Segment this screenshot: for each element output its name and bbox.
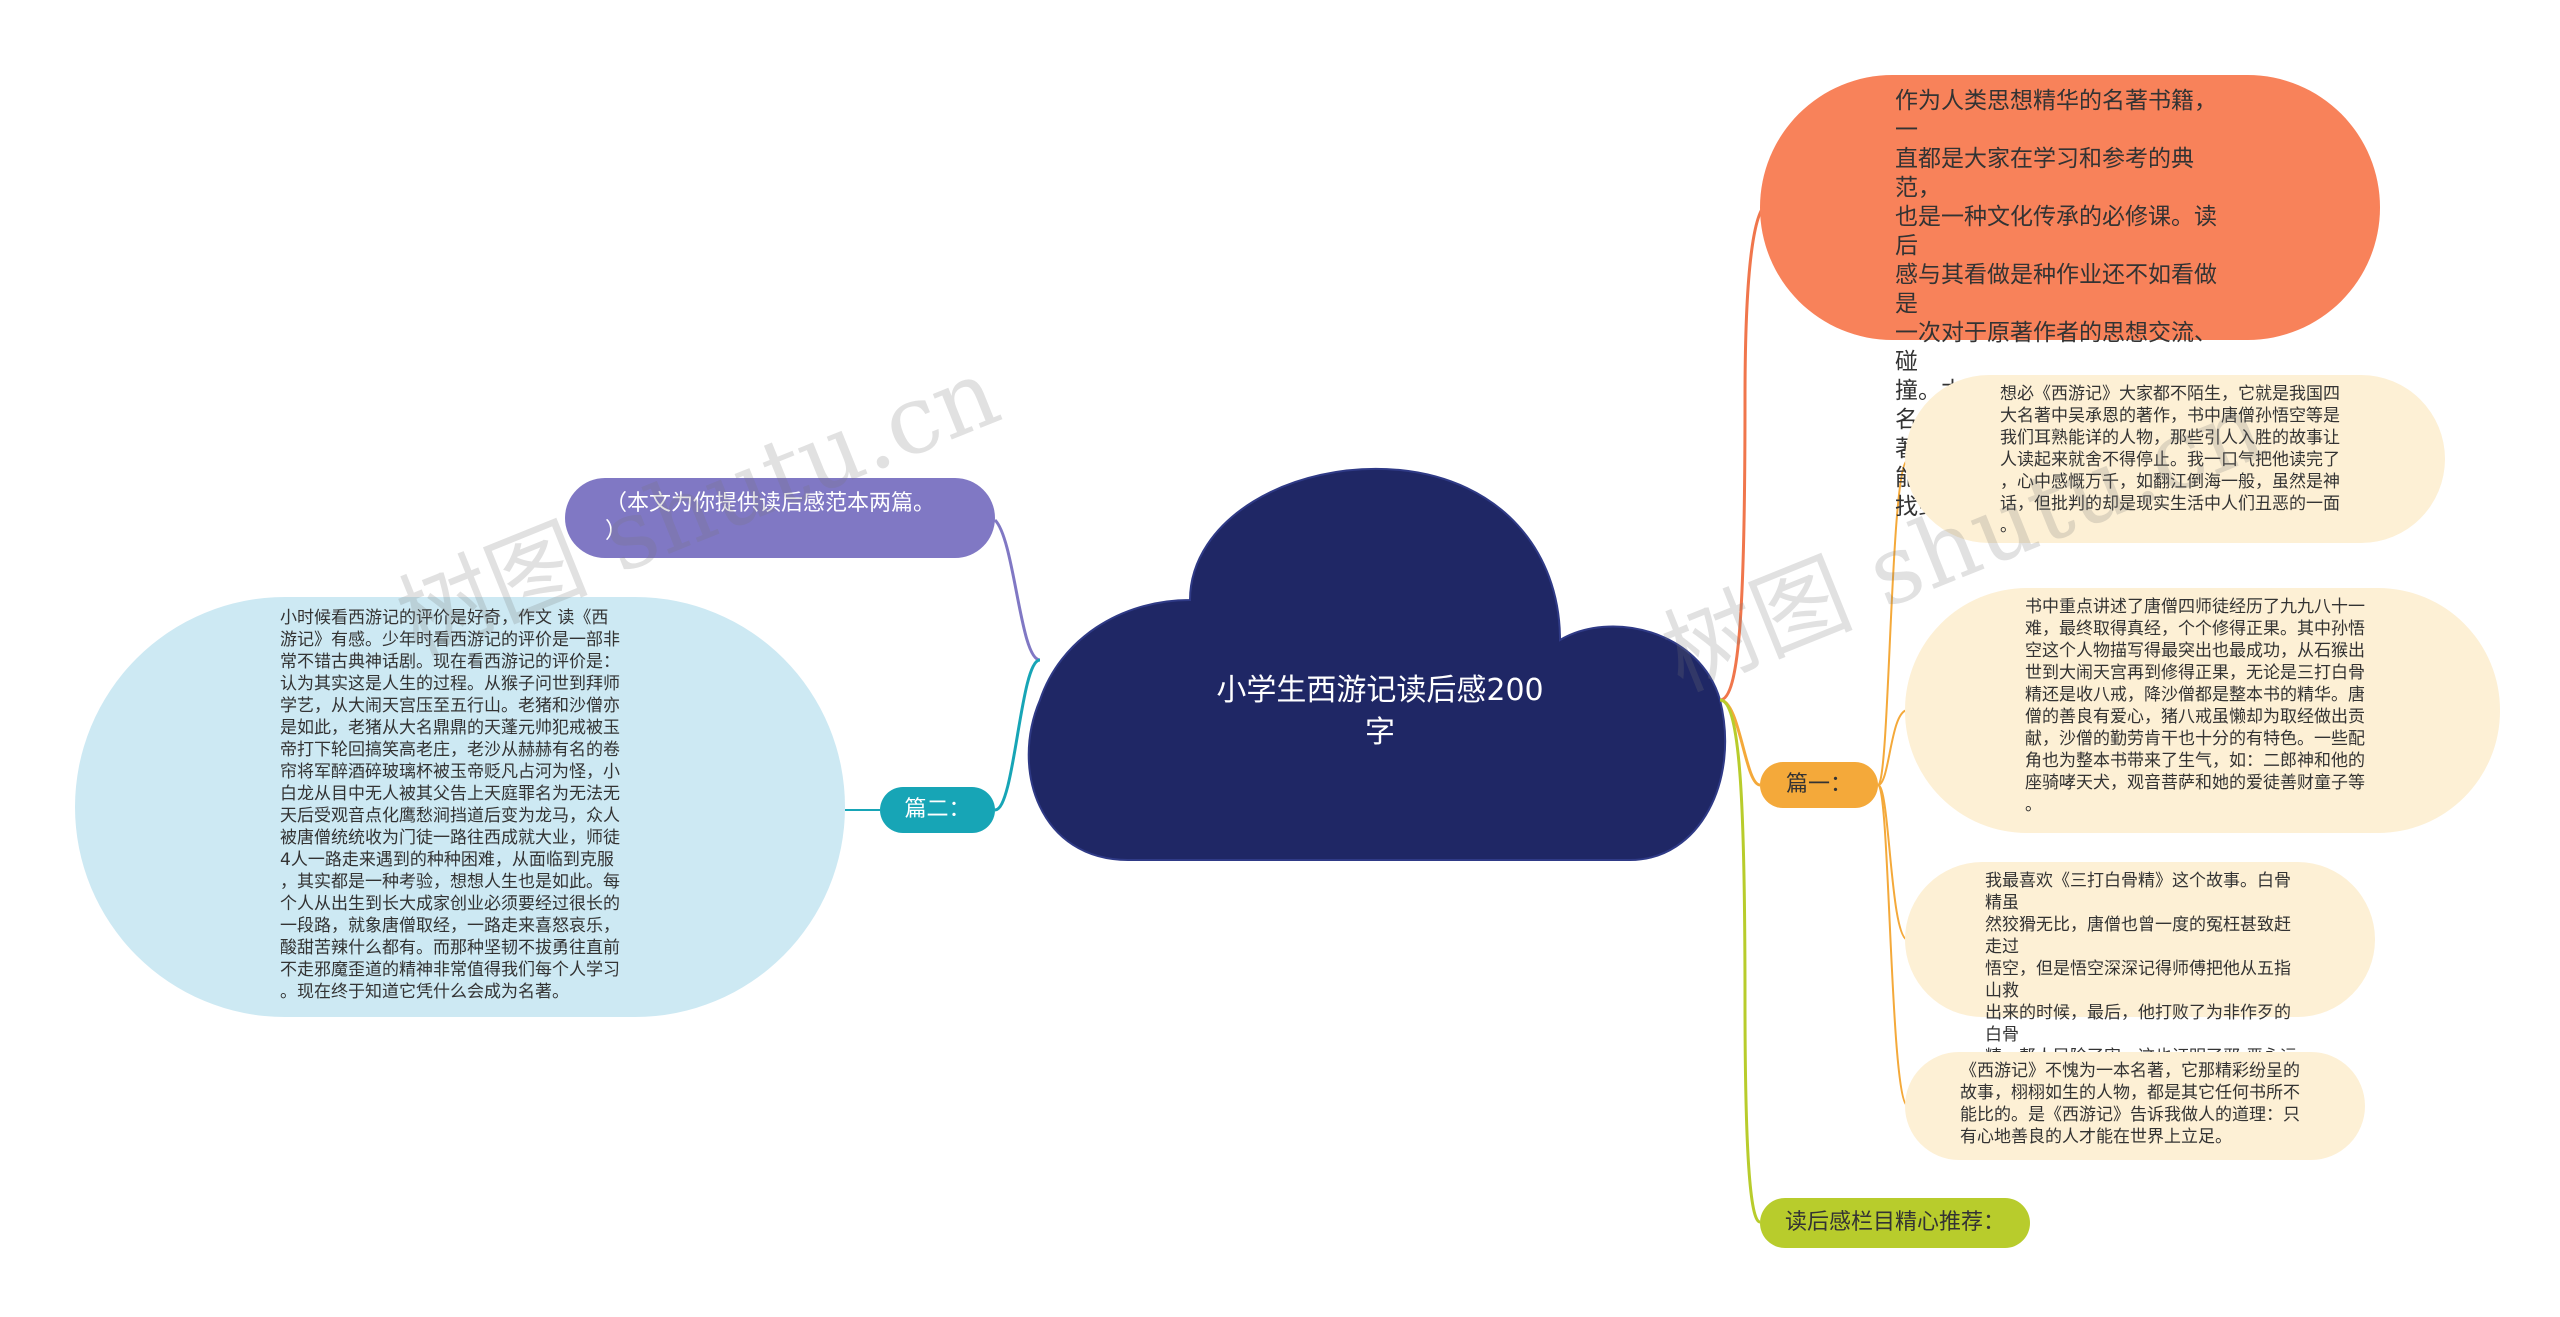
connector-orange (1719, 203, 1767, 702)
connector-part1-item1 (1877, 459, 1909, 786)
connector-recommend (1719, 698, 1761, 1224)
connector-part2 (994, 658, 1041, 812)
part1-label-node[interactable]: 篇一： (1760, 762, 1878, 808)
part1-paragraph-3[interactable]: 我最喜欢《三打白骨精》这个故事。白骨精虽 然狡猾无比，唐僧也曾一度的冤枉甚致赶走… (1905, 862, 2375, 1111)
part1-paragraph-4[interactable]: 《西游记》不愧为一本名著，它那精彩纷呈的 故事，栩栩如生的人物，都是其它任何书所… (1905, 1052, 2365, 1160)
part2-label-node[interactable]: 篇二： (880, 787, 995, 833)
central-cloud-shape (1027, 467, 1727, 861)
recommend-label-node[interactable]: 读后感栏目精心推荐： (1760, 1198, 2030, 1248)
connector-part1-item2 (1877, 709, 1909, 786)
connector-intro (993, 518, 1041, 662)
central-topic-title[interactable]: 小学生西游记读后感200 字 (1216, 673, 1544, 750)
intro-column-node[interactable]: 作为人类思想精华的名著书籍，一 直都是大家在学习和参考的典范， 也是一种文化传承… (1760, 75, 2380, 520)
intro-note-node[interactable]: （本文为你提供读后感范本两篇。 ） (565, 478, 995, 558)
part1-paragraph-1[interactable]: 想必《西游记》大家都不陌生，它就是我国四 大名著中吴承恩的著作，书中唐僧孙悟空等… (1905, 375, 2445, 543)
connector-part1-item4 (1877, 784, 1909, 1107)
part1-paragraph-2[interactable]: 书中重点讲述了唐僧四师徒经历了九九八十一 难，最终取得真经，个个修得正果。其中孙… (1905, 588, 2500, 833)
part2-paragraph[interactable]: 小时候看西游记的评价是好奇，作文 读《西 游记》有感。少年时看西游记的评价是一部… (75, 597, 845, 1017)
connector-part1-item3 (1877, 784, 1909, 941)
